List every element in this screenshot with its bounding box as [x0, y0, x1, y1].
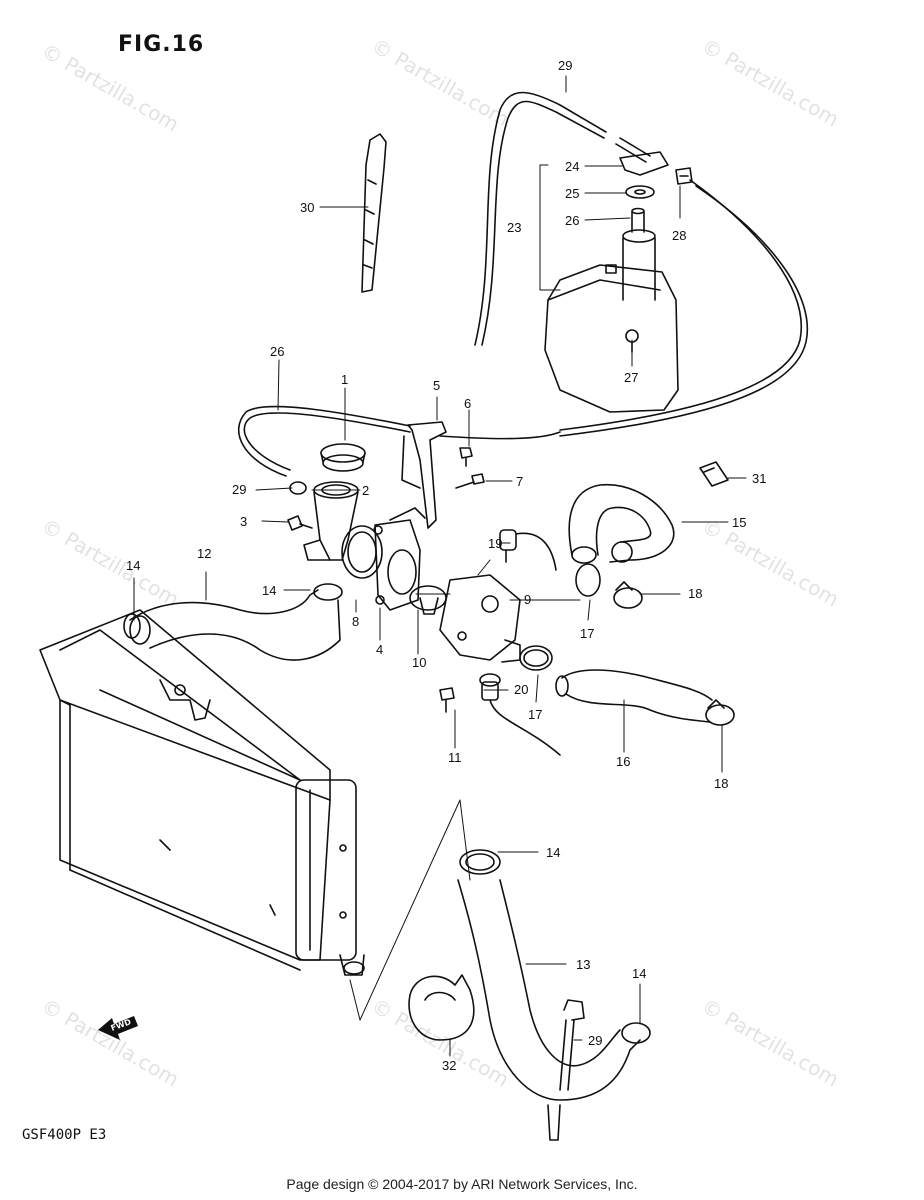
callout-14-d: 14	[632, 966, 646, 981]
callout-1: 1	[341, 372, 348, 387]
thermostat-housing	[341, 507, 426, 611]
watermark: © Partzilla.com	[38, 994, 184, 1092]
watermark: © Partzilla.com	[38, 514, 184, 612]
bolts	[287, 447, 485, 713]
callout-22: 24	[565, 159, 579, 174]
callout-28: 29	[232, 482, 246, 497]
reservoir-tank	[544, 151, 679, 413]
callout-21: 23	[507, 220, 521, 235]
radiator-cap-1	[320, 443, 366, 472]
watermark: © Partzilla.com	[698, 34, 844, 132]
callout-24: 26	[565, 213, 579, 228]
figure-title: FIG.16	[118, 32, 205, 57]
hose-15	[568, 483, 675, 564]
break-lines	[349, 799, 471, 1021]
clamp-18	[613, 581, 735, 726]
callout-14-c: 14	[546, 845, 560, 860]
callout-27: 28	[672, 228, 686, 243]
part-27-clamp	[675, 167, 693, 185]
radiator	[39, 609, 365, 976]
clamps-17	[519, 563, 601, 671]
watermark: © Partzilla.com	[368, 34, 514, 132]
callout-18-b: 18	[714, 776, 728, 791]
leader-lines	[133, 75, 747, 1057]
callout-31: 31	[752, 471, 766, 486]
watermarks: © Partzilla.com © Partzilla.com © Partzi…	[38, 34, 844, 1092]
callout-13: 13	[576, 957, 590, 972]
callout-5: 5	[433, 378, 440, 393]
callout-7: 7	[516, 474, 523, 489]
callout-25: 27	[624, 370, 638, 385]
callout-3: 3	[240, 514, 247, 529]
callout-15: 15	[732, 515, 746, 530]
callout-14-a: 14	[126, 558, 140, 573]
hose-26	[237, 405, 561, 477]
watermark: © Partzilla.com	[698, 514, 844, 612]
hose-13	[457, 849, 651, 1141]
callout-20: 20	[514, 682, 528, 697]
watermark: © Partzilla.com	[698, 994, 844, 1092]
callout-17-b: 17	[528, 707, 542, 722]
footer-copyright: Page design © 2004-2017 by ARI Network S…	[286, 1176, 638, 1192]
clip-31	[699, 461, 729, 487]
clamp-32	[408, 974, 475, 1041]
callout-10: 10	[412, 655, 426, 670]
callout-6: 6	[464, 396, 471, 411]
hose-29-lower	[559, 999, 585, 1091]
callout-11: 11	[448, 750, 462, 765]
watermark: © Partzilla.com	[38, 39, 184, 137]
callout-labels: 29 30 24 25 26 23 28 27 26 26 1 5 6 7 2 …	[126, 58, 766, 1073]
callout-32: 32	[442, 1058, 456, 1073]
sensor-20	[479, 673, 561, 756]
callout-17-a: 17	[580, 626, 594, 641]
watermark: © Partzilla.com	[368, 994, 514, 1092]
callout-23: 25	[565, 186, 579, 201]
callout-2: 2	[362, 483, 369, 498]
callout-29-bottom: 29	[588, 1033, 602, 1048]
thermostat-10	[409, 574, 521, 663]
filler-neck-2	[303, 481, 359, 561]
hose-16	[555, 669, 713, 723]
sensor-19	[499, 529, 557, 571]
callout-26: 26	[270, 344, 284, 359]
model-label: GSF400P E3	[22, 1127, 107, 1143]
callout-29-top: 29	[558, 58, 572, 73]
callout-9: 9	[524, 592, 531, 607]
callout-8: 8	[352, 614, 359, 629]
callout-18-a: 18	[688, 586, 702, 601]
callout-30: 30	[300, 200, 314, 215]
callout-4: 4	[376, 642, 383, 657]
callout-14-b: 14	[262, 583, 276, 598]
callout-16: 16	[616, 754, 630, 769]
overflow-hose-29	[474, 91, 809, 437]
callout-12: 12	[197, 546, 211, 561]
callout-19: 19	[488, 536, 502, 551]
part-30-strap	[361, 133, 387, 293]
bracket-5	[401, 421, 447, 529]
